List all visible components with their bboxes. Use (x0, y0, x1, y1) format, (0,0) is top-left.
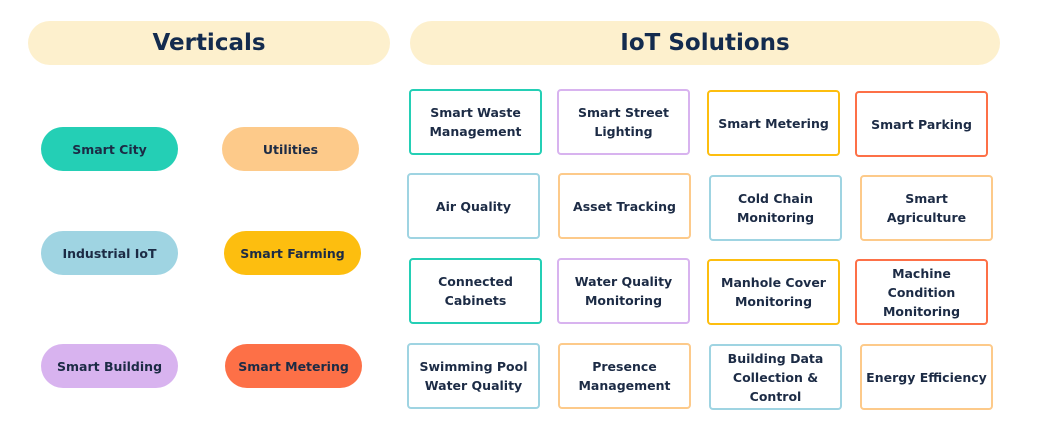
iot-solutions-header: IoT Solutions (410, 21, 1000, 65)
vertical-label: Smart Building (56, 358, 163, 374)
solution-label: Cold Chain Monitoring (736, 191, 815, 225)
vertical-pill-smart-metering: Smart Metering (225, 344, 362, 388)
solution-card-machine-condition-monitoring: Machine Condition Monitoring (855, 259, 988, 325)
solution-card-air-quality: Air Quality (407, 173, 540, 239)
iot-solutions-title: IoT Solutions (620, 30, 790, 56)
vertical-pill-industrial-iot: Industrial IoT (41, 231, 178, 275)
vertical-pill-utilities: Utilities (222, 127, 359, 171)
solution-card-smart-parking: Smart Parking (855, 91, 988, 157)
solution-card-smart-metering: Smart Metering (707, 90, 840, 156)
solution-card-swimming-pool-water-quality: Swimming Pool Water Quality (407, 343, 540, 409)
solution-card-energy-efficiency: Energy Efficiency (860, 344, 993, 410)
solution-label: Smart Agriculture (886, 191, 967, 225)
solution-label: Manhole Cover Monitoring (721, 275, 826, 309)
vertical-pill-smart-farming: Smart Farming (224, 231, 361, 275)
solution-card-cold-chain-monitoring: Cold Chain Monitoring (709, 175, 842, 241)
solution-card-smart-street-lighting: Smart Street Lighting (557, 89, 690, 155)
solution-card-manhole-cover-monitoring: Manhole Cover Monitoring (707, 259, 840, 325)
solution-label: Smart Waste Management (429, 105, 522, 139)
vertical-label: Smart Metering (238, 358, 349, 374)
solution-card-asset-tracking: Asset Tracking (558, 173, 691, 239)
solution-label: Energy Efficiency (866, 369, 987, 385)
solution-label: Building Data Collection & Control (727, 350, 824, 404)
solution-label: Machine Condition Monitoring (882, 265, 961, 319)
solution-card-smart-waste-management: Smart Waste Management (409, 89, 542, 155)
solution-label: Connected Cabinets (438, 274, 513, 308)
solution-card-presence-management: Presence Management (558, 343, 691, 409)
solution-label: Presence Management (578, 359, 671, 393)
solution-label: Water Quality Monitoring (574, 274, 673, 308)
vertical-pill-smart-building: Smart Building (41, 344, 178, 388)
solution-label: Smart Street Lighting (577, 105, 670, 139)
solution-label: Air Quality (435, 198, 512, 214)
solution-label: Asset Tracking (573, 198, 676, 214)
vertical-label: Utilities (262, 141, 319, 157)
solution-card-connected-cabinets: Connected Cabinets (409, 258, 542, 324)
verticals-title: Verticals (152, 30, 266, 56)
vertical-label: Smart Farming (240, 245, 345, 261)
solution-label: Swimming Pool Water Quality (419, 359, 528, 393)
solution-label: Smart Metering (718, 115, 829, 131)
vertical-label: Industrial IoT (62, 245, 157, 261)
vertical-pill-smart-city: Smart City (41, 127, 178, 171)
vertical-label: Smart City (72, 141, 147, 157)
solution-card-smart-agriculture: Smart Agriculture (860, 175, 993, 241)
verticals-header: Verticals (28, 21, 390, 65)
solution-card-building-data-collection-control: Building Data Collection & Control (709, 344, 842, 410)
solution-label: Smart Parking (871, 116, 972, 132)
solution-card-water-quality-monitoring: Water Quality Monitoring (557, 258, 690, 324)
